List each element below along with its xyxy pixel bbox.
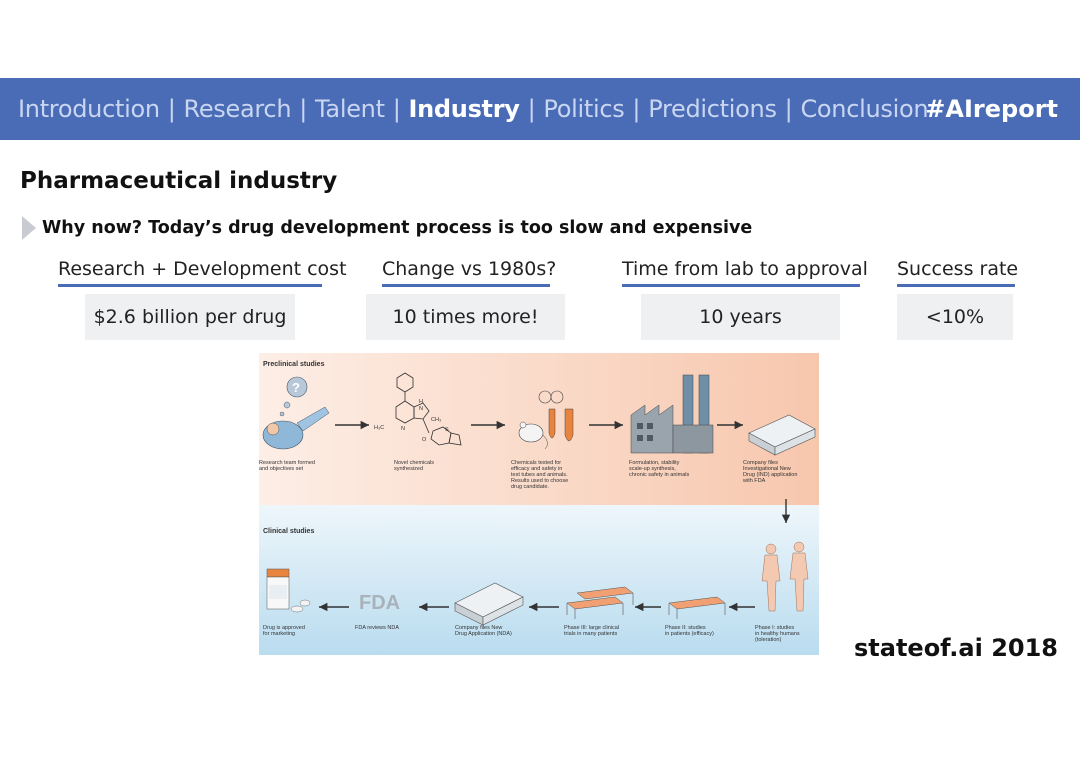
chem-h: H: [419, 399, 423, 405]
stat-label: Success rate: [897, 258, 1018, 287]
phase2-bed-illustration: [668, 596, 726, 619]
chem-s: S: [445, 427, 449, 433]
nav-separator: |: [392, 95, 401, 123]
healthy-humans-illustration: [761, 541, 809, 612]
bullet-text: Why now? Today’s drug development proces…: [42, 218, 753, 238]
step-chemicals-tested-line5: drug candidate.: [511, 484, 549, 490]
mouse-and-tubes-illustration: [518, 390, 574, 450]
nav-item-predictions[interactable]: Predictions: [648, 95, 777, 123]
preclinical-title: Preclinical studies: [263, 361, 325, 368]
step-phase3-line2: trials in many patients: [564, 631, 617, 637]
nav-item-politics[interactable]: Politics: [543, 95, 625, 123]
nav-item-conclusion[interactable]: Conclusion: [800, 95, 929, 123]
stat-label: Research + Development cost: [58, 258, 347, 287]
step-phase2-line2: in patients (efficacy): [665, 631, 714, 637]
chem-n2: N: [401, 426, 405, 432]
nav-separator: |: [167, 95, 176, 123]
step-chemicals-tested-line2: efficacy and safety in: [511, 466, 562, 472]
stat-rd-cost: Research + Development cost: [58, 258, 347, 287]
hashtag: #AIreport: [925, 95, 1058, 123]
step-phase2-line1: Phase II: studies: [665, 625, 706, 631]
step-formulation-line1: Formulation, stability: [629, 460, 680, 466]
page-title: Pharmaceutical industry: [20, 168, 338, 194]
nav-item-introduction[interactable]: Introduction: [18, 95, 160, 123]
stat-change: Change vs 1980s?: [382, 258, 556, 287]
step-approved-line1: Drug is approved: [263, 625, 305, 631]
research-team-illustration: ?: [262, 376, 330, 450]
step-phase1-line2: in healthy humans: [755, 631, 800, 637]
stat-success: Success rate: [897, 258, 1018, 287]
step-ind-line4: with FDA: [742, 478, 766, 484]
step-nda-line1: Company files New: [455, 625, 502, 631]
question-mark: ?: [292, 380, 300, 395]
factory-illustration: [630, 374, 714, 454]
molecule-illustration: [395, 372, 462, 446]
step-approved-line2: for marketing: [263, 631, 295, 637]
phase3-beds-illustration: [566, 586, 634, 619]
nda-document-box: [454, 582, 524, 626]
step-chemicals-tested-line3: test tubes and animals.: [511, 472, 568, 478]
chem-o: O: [422, 437, 427, 443]
step-fda-review: FDA reviews NDA: [355, 625, 399, 631]
step-ind-line3: Drug (IND) application: [743, 472, 797, 478]
step-research-team-line1: Research team formed: [259, 460, 315, 466]
drug-pipeline-diagram: Preclinical studies Clinical studies ? R…: [259, 353, 819, 655]
nav-separator: |: [299, 95, 308, 123]
chem-ch3-right: CH₃: [431, 417, 441, 423]
step-research-team-line2: and objectives set: [259, 466, 303, 472]
stat-time: Time from lab to approval: [622, 258, 868, 287]
stat-label: Change vs 1980s?: [382, 258, 556, 287]
chem-h3c: H₃C: [374, 425, 384, 431]
drug-development-figure: Preclinical studies Clinical studies ? R…: [259, 353, 819, 655]
step-nda-line2: Drug Application (NDA): [455, 631, 512, 637]
nav-item-industry[interactable]: Industry: [408, 95, 520, 123]
step-phase3-line1: Phase III: large clinical: [564, 625, 619, 631]
bullet-arrow-icon: [22, 216, 36, 240]
nav-separator: |: [527, 95, 536, 123]
step-novel-chemicals-line2: synthesized: [394, 466, 423, 472]
section-nav: Introduction | Research | Talent | Indus…: [18, 78, 929, 140]
stat-value-rd-cost: $2.6 billion per drug: [85, 294, 295, 340]
step-ind-line2: Investigational New: [743, 466, 791, 472]
top-nav-bar: Introduction | Research | Talent | Indus…: [0, 78, 1080, 140]
nav-item-talent[interactable]: Talent: [315, 95, 385, 123]
stat-value-change: 10 times more!: [366, 294, 565, 340]
step-novel-chemicals-line1: Novel chemicals: [394, 460, 434, 466]
step-chemicals-tested-line1: Chemicals tested for: [511, 460, 561, 466]
step-formulation-line2: scale-up synthesis,: [629, 466, 676, 472]
stat-value-success: <10%: [897, 294, 1013, 340]
nav-item-research[interactable]: Research: [183, 95, 292, 123]
step-phase1-line1: Phase I: studies: [755, 625, 794, 631]
pill-bottle-illustration: [266, 568, 311, 613]
footer-source: stateof.ai 2018: [853, 634, 1058, 662]
chem-n1: N: [419, 406, 423, 412]
bullet-row: Why now? Today’s drug development proces…: [22, 216, 752, 240]
ind-document-box: [748, 414, 816, 456]
step-chemicals-tested-line4: Results used to choose: [511, 478, 568, 484]
nav-separator: |: [632, 95, 641, 123]
step-phase1-line3: (toleration): [755, 637, 781, 643]
step-formulation-line3: chronic safety in animals: [629, 472, 689, 478]
fda-logo: FDA: [359, 592, 400, 614]
clinical-title: Clinical studies: [263, 528, 314, 535]
clinical-panel: [259, 505, 819, 655]
stat-value-time: 10 years: [641, 294, 840, 340]
stat-label: Time from lab to approval: [622, 258, 868, 287]
nav-separator: |: [784, 95, 793, 123]
step-ind-line1: Company files: [743, 460, 778, 466]
